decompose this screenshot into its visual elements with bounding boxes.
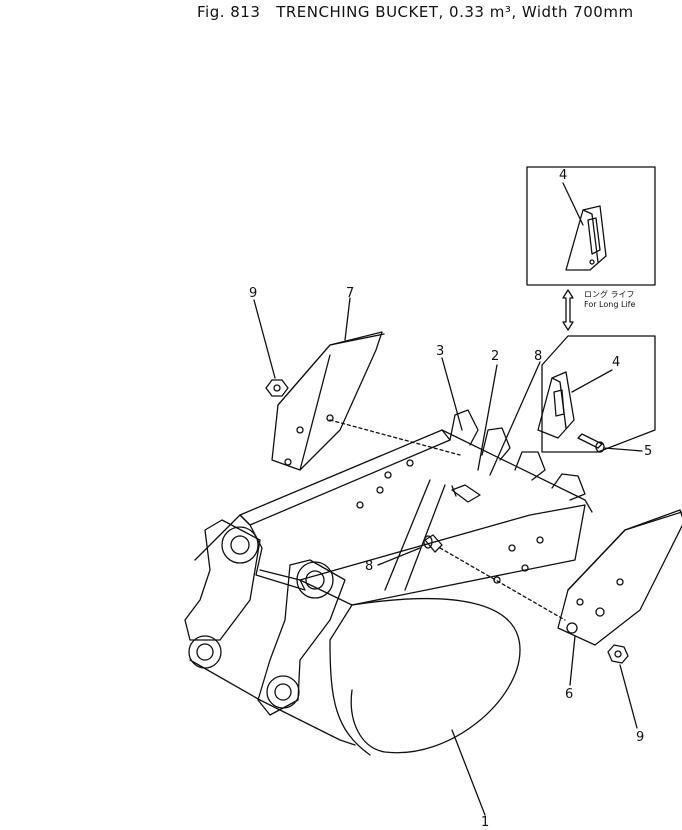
leader-8a: [489, 361, 541, 476]
leader-9a: [253, 299, 276, 379]
callout-9-left: 9: [249, 286, 258, 301]
long-life-note-en: For Long Life: [584, 300, 636, 309]
callout-4-standard: 4: [612, 355, 621, 370]
leader-4b: [571, 369, 613, 393]
standard-tooth-box: [541, 335, 656, 453]
callout-2: 2: [491, 349, 500, 364]
pin-5-drawing: [577, 433, 605, 453]
leader-2: [477, 364, 498, 471]
leader-1: [451, 729, 486, 816]
callout-6: 6: [565, 687, 574, 702]
figure-title: Fig. 813 TRENCHING BUCKET, 0.33 m³, Widt…: [197, 3, 634, 21]
callout-4-inset: 4: [559, 168, 568, 183]
long-life-note: ロング ライフ For Long Life: [584, 290, 635, 310]
nut-9-left: [265, 379, 289, 397]
callout-5: 5: [644, 444, 653, 459]
bucket-body: [184, 409, 593, 756]
side-cutter-right: [557, 509, 682, 646]
leader-4a: [562, 182, 584, 226]
nut-9-right: [607, 644, 629, 664]
callout-1: 1: [481, 815, 490, 830]
leader-5: [603, 447, 643, 452]
bolt-8-lower: [423, 534, 443, 553]
callout-9-right: 9: [636, 730, 645, 745]
long-life-note-jp: ロング ライフ: [584, 290, 635, 299]
leader-8b: [377, 547, 421, 566]
inset-box: [526, 166, 656, 286]
leader-6: [569, 635, 576, 686]
callout-7: 7: [346, 286, 355, 301]
bolt-axis-left: [329, 419, 461, 456]
leader-9b: [619, 664, 638, 729]
side-cutter-left: [271, 331, 385, 471]
bolt-axis-right: [439, 547, 566, 621]
bolt-8-upper: [451, 484, 481, 503]
double-arrow: [562, 289, 574, 331]
leader-7: [344, 297, 351, 341]
callout-8-upper: 8: [534, 349, 543, 364]
figure-number: Fig. 813: [197, 3, 261, 21]
standard-tooth-drawing: [537, 371, 575, 439]
figure-caption: TRENCHING BUCKET, 0.33 m³, Width 700mm: [276, 3, 634, 21]
callout-8-lower: 8: [365, 559, 374, 574]
callout-3: 3: [436, 344, 445, 359]
long-life-tooth-drawing: [565, 205, 607, 271]
leader-3: [441, 357, 463, 431]
